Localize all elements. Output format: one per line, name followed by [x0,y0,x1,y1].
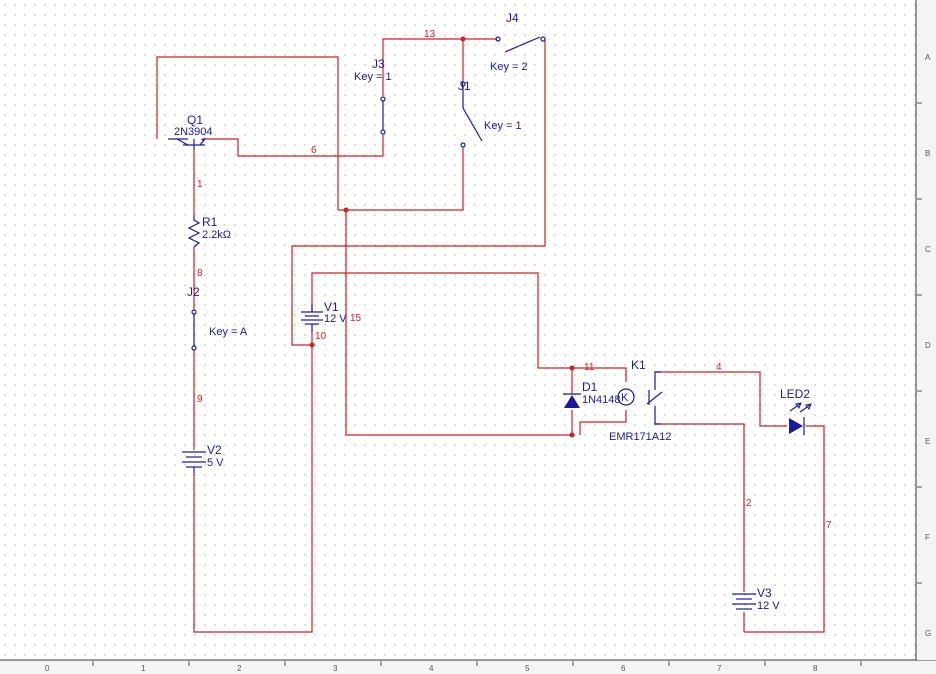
led2-ref: LED2 [780,387,810,401]
battery-v2[interactable]: V2 5 V [182,443,224,473]
v1-value: 12 V [324,313,347,325]
net-label-7: 7 [826,520,832,531]
ruler-bottom-label: 8 [813,664,818,673]
ruler-bottom-label: 7 [717,664,722,673]
net-label-9: 9 [197,394,203,405]
j1-key: Key = 1 [484,120,522,132]
net-label-13: 13 [424,29,436,40]
d1-ref: D1 [582,380,598,394]
v1-ref: V1 [324,300,339,314]
ruler-bottom-label: 1 [141,664,146,673]
relay-k1[interactable]: K K1 EMR171A12 [609,358,671,443]
right-ruler: A B C D E F G [917,53,931,638]
wire-net7 [744,425,825,633]
bottom-ruler: 0 1 2 3 4 5 6 7 8 [45,661,862,673]
battery-v1[interactable]: V1 12 V [301,300,347,332]
ruler-bottom-label: 5 [525,664,530,673]
net-label-4: 4 [716,362,722,373]
j3-ref: J3 [372,57,385,71]
transistor-q1[interactable]: Q1 2N3904 [168,113,213,150]
ruler-right-label: F [925,533,930,542]
ruler-bottom-label: 0 [45,664,50,673]
v3-value: 12 V [757,600,780,612]
wire-net6 [205,135,384,157]
k1-ref: K1 [631,358,646,372]
switch-j3[interactable]: J3 Key = 1 [354,57,392,135]
wires [156,38,825,633]
wire-coil-bottom [579,410,627,435]
switch-j1[interactable]: J1 Key = 1 [458,79,522,148]
j4-key: Key = 2 [490,61,528,73]
j4-ref: J4 [506,11,519,25]
d1-value: 1N4148 [582,394,621,406]
ruler-bottom-label: 2 [237,664,242,673]
resistor-r1[interactable]: R1 2.2kΩ [187,215,231,248]
j2-ref: J2 [187,285,200,299]
net-label-15: 15 [350,313,362,324]
wire-net6-loop [156,56,339,210]
v2-ref: V2 [207,443,222,457]
ruler-bottom-label: 3 [333,664,338,673]
ruler-bottom-label: 4 [429,664,434,673]
q1-value: 2N3904 [174,126,213,138]
battery-v3[interactable]: V3 12 V [732,586,780,612]
wire-net2 [655,423,745,592]
net-label-2: 2 [746,498,752,509]
ruler-bottom-label: 6 [621,664,626,673]
ruler-right-label: C [925,245,931,254]
switch-j4[interactable]: J4 Key = 2 [490,11,546,73]
v3-ref: V3 [757,586,772,600]
wire-net13 [382,38,497,96]
net-label-1: 1 [197,179,203,190]
wire-net-j4 [291,39,546,346]
net-label-11: 11 [584,362,595,373]
ruler-right-label: B [925,149,930,158]
ruler-right-label: G [925,629,931,638]
net-label-10: 10 [315,331,327,342]
wire-net11 [311,272,627,382]
ruler-right-label: E [925,437,930,446]
net-label-8: 8 [197,268,203,279]
j2-key: Key = A [209,326,248,338]
switch-j2[interactable]: J2 Key = A [187,285,248,351]
j1-ref: J1 [458,79,471,93]
wire-net15-b [345,210,572,436]
ruler-right-label: D [925,341,931,350]
net-label-6: 6 [311,145,317,156]
junctions [309,36,575,438]
ruler-right-label: A [925,53,931,62]
diode-d1[interactable]: D1 1N4148 [563,380,621,408]
relay-coil-symbol: K [621,392,629,404]
led-led2[interactable]: LED2 [780,387,812,435]
v2-value: 5 V [207,457,224,469]
r1-value: 2.2kΩ [202,229,231,241]
net-labels: 13 6 1 8 9 15 10 11 4 2 7 [197,29,832,531]
q1-ref: Q1 [187,113,203,127]
wire-net4 [655,371,787,427]
j3-key: Key = 1 [354,71,392,83]
k1-value: EMR171A12 [609,431,671,443]
wire-net10 [193,330,313,633]
wire-net15-a [338,148,464,211]
r1-ref: R1 [202,215,218,229]
